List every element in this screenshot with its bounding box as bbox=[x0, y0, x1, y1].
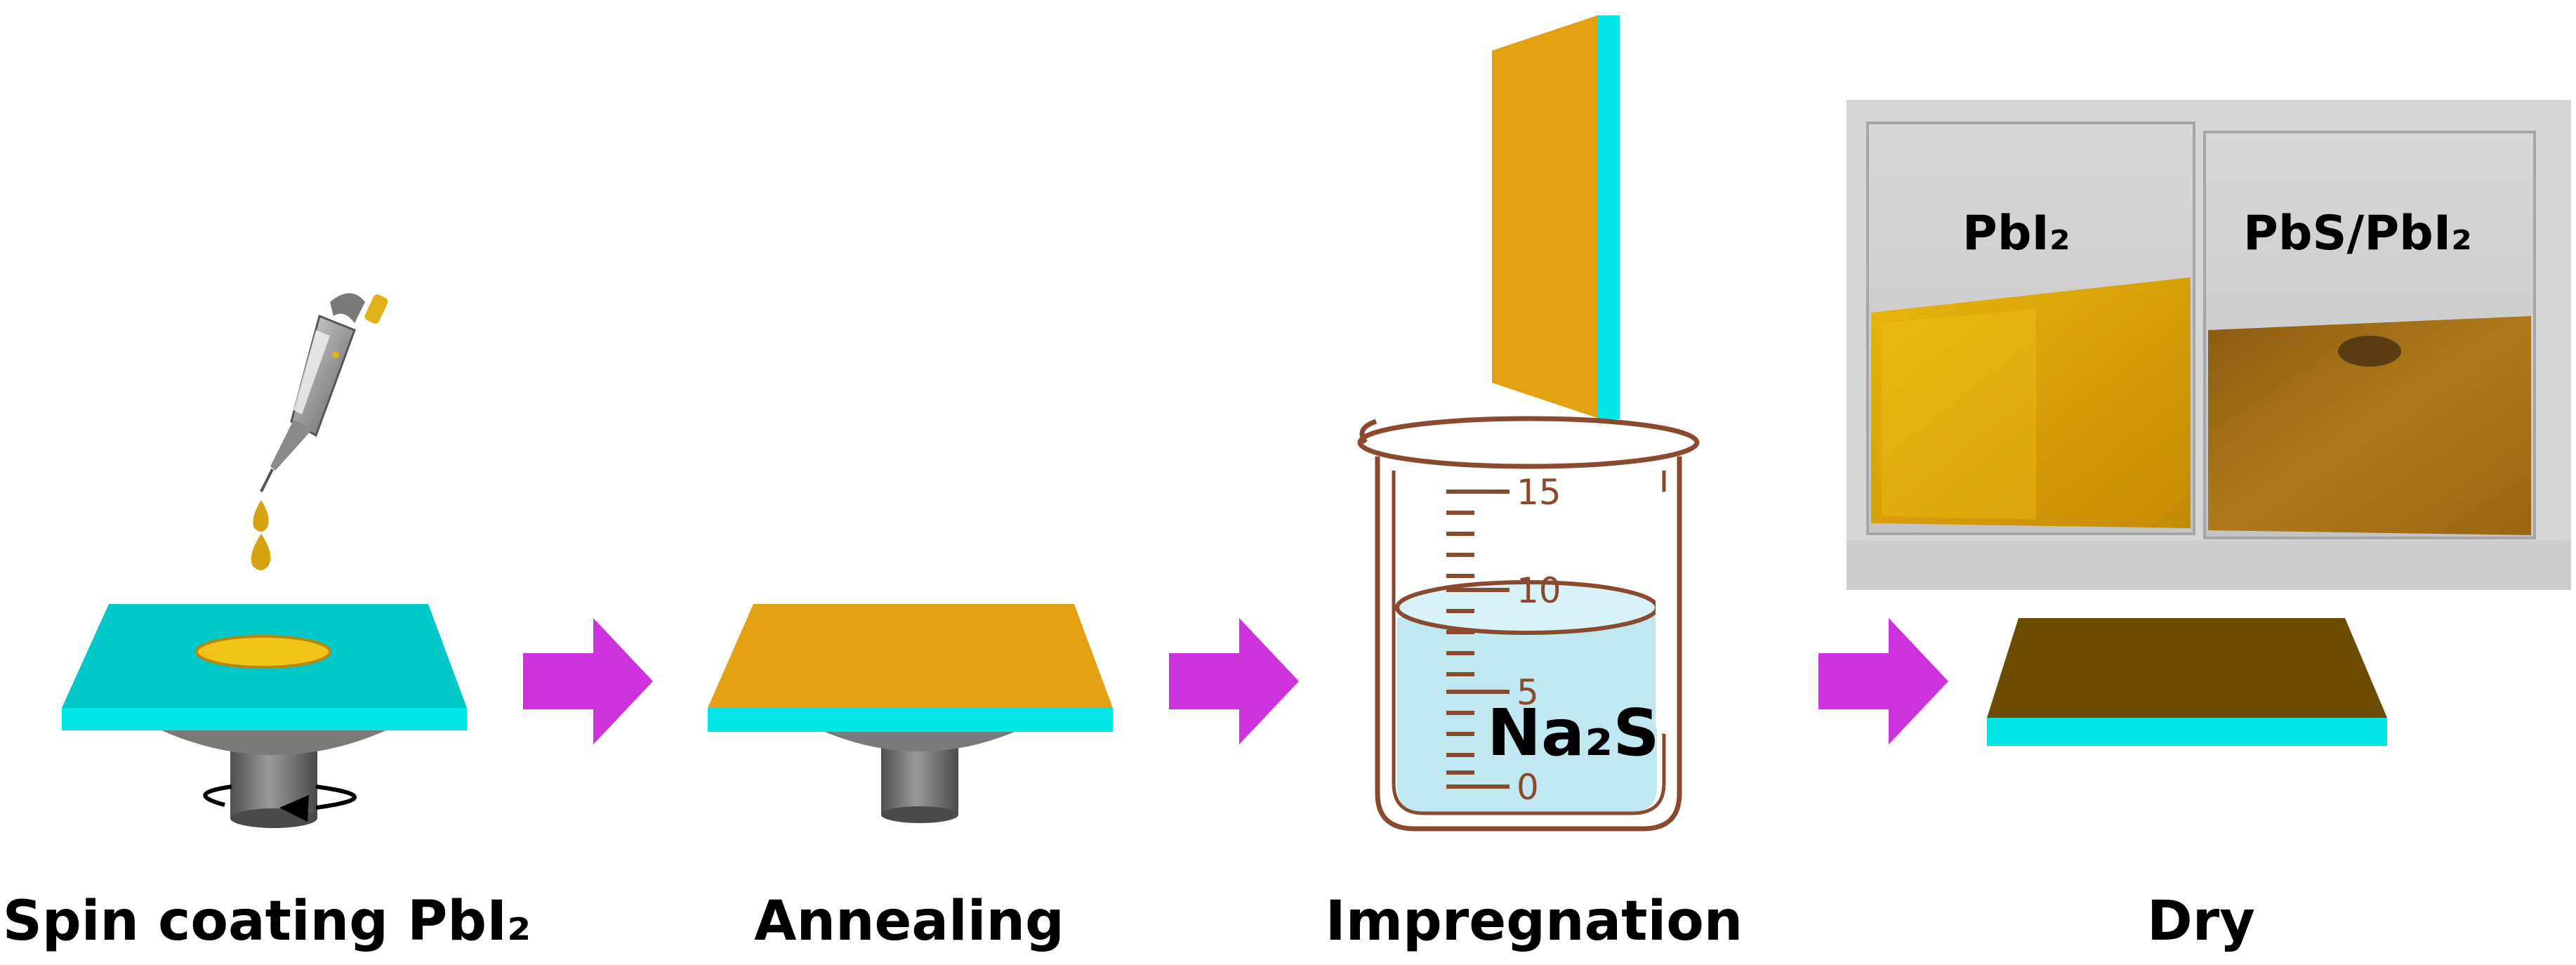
dried-film bbox=[1987, 618, 2387, 746]
spin-chuck bbox=[161, 730, 386, 828]
process-arrow-icon bbox=[1818, 618, 1948, 744]
solution-label: Na₂S bbox=[1487, 695, 1660, 770]
annealing-stage bbox=[708, 604, 1113, 823]
substrate-spin bbox=[62, 604, 467, 730]
photo-label-left: PbI₂ bbox=[1962, 206, 2070, 261]
step-label-dry: Dry bbox=[2147, 890, 2255, 953]
droplet-icon bbox=[251, 534, 271, 570]
sample-photo bbox=[1847, 100, 2571, 590]
scale-label-5: 5 bbox=[1517, 672, 1539, 713]
scale-label-0: 0 bbox=[1517, 767, 1539, 808]
step-label-spin-coating: Spin coating PbI₂ bbox=[3, 890, 531, 953]
droplet-icon bbox=[253, 500, 269, 532]
spin-coating-stage bbox=[62, 293, 467, 828]
process-arrow-icon bbox=[1169, 618, 1299, 744]
dipped-film bbox=[1492, 15, 1620, 419]
dry-stage: PbI₂ PbS/PbI₂ bbox=[1847, 100, 2571, 746]
step-label-annealing: Annealing bbox=[754, 890, 1064, 953]
beaker-scale bbox=[1446, 490, 1510, 789]
pipette-icon bbox=[260, 293, 388, 492]
photo-label-right: PbS/PbI₂ bbox=[2243, 206, 2472, 261]
rotation-arrow-icon bbox=[203, 785, 357, 822]
process-arrow-icon bbox=[523, 618, 653, 744]
step-label-impregnation: Impregnation bbox=[1326, 890, 1743, 953]
precursor-droplet bbox=[195, 635, 331, 669]
scale-label-15: 15 bbox=[1517, 472, 1561, 513]
impregnation-stage: 15 10 5 0 Na₂S bbox=[1357, 15, 1700, 832]
scale-label-10: 10 bbox=[1517, 570, 1561, 611]
